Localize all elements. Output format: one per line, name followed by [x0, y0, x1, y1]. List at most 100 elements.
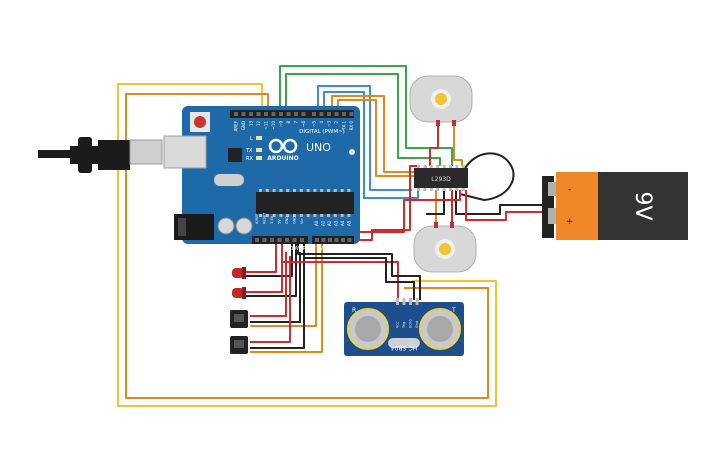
wire-black-loop[interactable] — [459, 152, 515, 201]
atmega-leg — [265, 189, 269, 192]
sensor-pin-label: Echo — [409, 320, 413, 329]
wire-ir1-black[interactable] — [250, 252, 301, 323]
l293d-leg — [449, 188, 452, 191]
digital-pin-hole[interactable] — [294, 112, 298, 116]
l293d-chip[interactable]: L293D — [414, 165, 468, 191]
sensor-pin-label: Vcc — [396, 322, 400, 328]
wire-red-chip-2[interactable] — [360, 190, 461, 233]
sensor-crystal — [388, 338, 420, 348]
wire-yellow-outer[interactable] — [117, 83, 497, 407]
motor-bottom-terminal-2 — [450, 222, 454, 228]
on-led — [349, 149, 355, 155]
digital-pin-hole[interactable] — [312, 112, 316, 116]
digital-header-pins[interactable] — [234, 112, 354, 116]
ir-sensor-1[interactable] — [230, 310, 248, 328]
dc-motor-bottom[interactable] — [413, 222, 477, 273]
analog-pin-hole[interactable] — [334, 238, 339, 242]
digital-pin-hole[interactable] — [319, 112, 324, 116]
digital-pin-label: ~11 — [264, 121, 269, 130]
wire-blue-1[interactable] — [317, 85, 412, 191]
wire-led2-black[interactable] — [246, 240, 297, 297]
analog-pin-hole[interactable] — [341, 238, 345, 242]
wire-led1-red[interactable] — [246, 240, 277, 273]
wire-red-chip[interactable] — [356, 165, 420, 241]
digital-pin-hole[interactable] — [249, 112, 253, 116]
analog-pin-hole[interactable] — [347, 238, 352, 242]
power-pin-label: IOREF — [255, 214, 259, 224]
wire-orange-1[interactable] — [331, 95, 420, 173]
digital-pin-hole[interactable] — [327, 112, 331, 116]
digital-pin-label: ~3 — [327, 121, 332, 127]
digital-pin-hole[interactable] — [301, 112, 306, 116]
wire-motor-top-orange[interactable] — [453, 124, 463, 166]
sensor-pin[interactable] — [415, 298, 419, 305]
digital-pin-hole[interactable] — [271, 112, 276, 116]
analog-pin-hole[interactable] — [321, 238, 326, 242]
wire-ir2-black[interactable] — [250, 256, 305, 349]
battery-9v[interactable]: - + 9V — [542, 172, 688, 240]
power-pin-hole[interactable] — [285, 238, 289, 242]
wire-green-1[interactable] — [279, 65, 453, 166]
l293d-pins — [417, 165, 465, 191]
analog-header — [312, 236, 354, 244]
wire-blue-2[interactable] — [323, 91, 419, 199]
sensor-right-mark: T — [451, 307, 456, 314]
battery-label-band — [556, 172, 600, 240]
wire-battery-red[interactable] — [465, 190, 542, 221]
atmega-leg — [265, 214, 269, 217]
wire-ir1-orange[interactable] — [250, 240, 317, 327]
analog-pin-label: A2 — [327, 220, 332, 226]
atmega-chip — [256, 192, 354, 214]
wire-ir1-red[interactable] — [250, 252, 287, 317]
wire-motor-top-red[interactable] — [429, 124, 439, 166]
wire-ir2-orange[interactable] — [250, 240, 323, 353]
power-pin-hole[interactable] — [292, 238, 297, 242]
analog-pin-hole[interactable] — [328, 238, 332, 242]
battery-terminal-minus — [548, 182, 558, 196]
led-rx-label: RX — [246, 156, 253, 162]
analog-pin-hole[interactable] — [315, 238, 319, 242]
led-red-2[interactable] — [232, 287, 246, 299]
reset-button[interactable] — [194, 116, 206, 128]
digital-pin-hole[interactable] — [264, 112, 268, 116]
power-analog-pins[interactable] — [255, 238, 352, 242]
ir-sensor-2[interactable] — [230, 336, 248, 354]
wire-sensor-black[interactable] — [297, 240, 421, 300]
power-pin-hole[interactable] — [262, 238, 267, 242]
l293d-leg — [461, 165, 465, 168]
sensor-header-pins[interactable] — [396, 298, 419, 305]
ir-sensor-2-window — [234, 340, 244, 348]
wire-green-2[interactable] — [285, 73, 441, 166]
digital-pin-hole[interactable] — [286, 112, 291, 116]
power-pin-hole[interactable] — [277, 238, 282, 242]
wire-sensor-black-2[interactable] — [303, 240, 415, 300]
dc-motor-top[interactable] — [409, 75, 473, 126]
atmega-leg — [313, 189, 317, 192]
digital-pin-hole[interactable] — [241, 112, 246, 116]
wire-chip-black[interactable] — [426, 190, 445, 215]
sensor-pin[interactable] — [409, 298, 412, 305]
digital-pin-hole[interactable] — [234, 112, 238, 116]
power-pin-hole[interactable] — [270, 238, 274, 242]
wire-battery-black[interactable] — [455, 190, 542, 215]
l293d-leg — [455, 188, 459, 191]
digital-pin-hole[interactable] — [334, 112, 339, 116]
digital-pin-hole[interactable] — [349, 112, 354, 116]
wire-led1-black[interactable] — [246, 240, 293, 277]
led-red-1[interactable] — [232, 267, 246, 279]
atmega-leg — [286, 214, 290, 217]
power-pin-hole[interactable] — [255, 238, 259, 242]
power-pin-hole[interactable] — [300, 238, 304, 242]
sensor-pin[interactable] — [402, 298, 406, 305]
atmega-leg — [272, 189, 276, 192]
sensor-pin[interactable] — [396, 298, 399, 305]
digital-pin-hole[interactable] — [342, 112, 346, 116]
digital-pin-hole[interactable] — [279, 112, 283, 116]
wire-ir2-red[interactable] — [250, 256, 291, 343]
digital-pin-hole[interactable] — [256, 112, 261, 116]
motor-top-terminal-1 — [436, 120, 440, 126]
wire-orange-outer[interactable] — [125, 93, 489, 399]
motor-top-terminal-2 — [452, 120, 456, 126]
